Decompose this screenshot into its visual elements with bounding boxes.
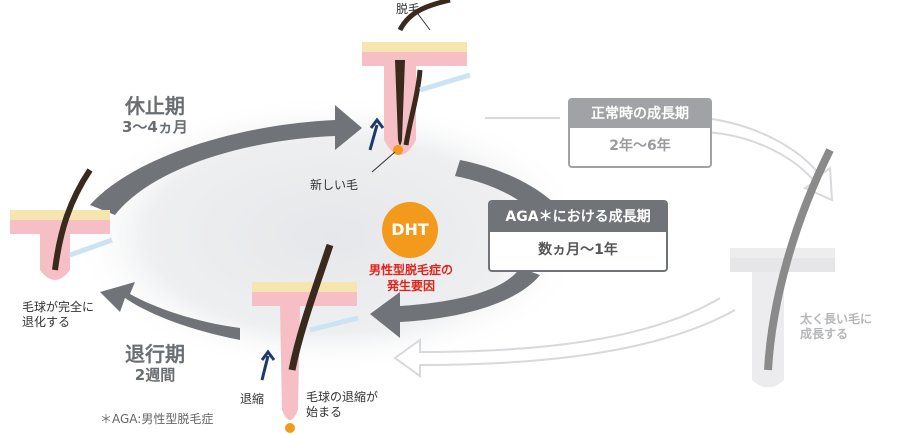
box-aga-growth: AGA＊における成長期 数ヵ月〜1年 xyxy=(488,200,668,272)
skin-right-faded xyxy=(730,148,835,388)
label-shrink: 退縮 xyxy=(240,392,265,406)
box-normal-growth: 正常時の成長期 2年〜6年 xyxy=(568,98,712,168)
footnote: ＊AGA:男性型脱毛症 xyxy=(100,412,214,426)
phase-catagen-title: 退行期 xyxy=(125,342,185,366)
leader-new-hair xyxy=(371,151,396,173)
shrink-arrow-bottom xyxy=(260,349,276,381)
skin-bottom-center xyxy=(252,243,359,433)
outline-arrow-lower xyxy=(393,297,736,378)
leader-shedding xyxy=(417,13,431,31)
box-aga-title: AGA＊における成長期 xyxy=(490,202,666,232)
phase-catagen-duration: 2週間 xyxy=(134,366,176,384)
skin-top-center xyxy=(362,0,471,155)
phase-catagen: 退行期 2週間 xyxy=(125,342,185,385)
phase-telogen-title: 休止期 xyxy=(124,94,185,118)
label-shedding: 脱毛 xyxy=(396,2,421,16)
arrow-lower-right xyxy=(370,268,540,338)
arrow-telogen xyxy=(90,105,362,215)
box-normal-title: 正常時の成長期 xyxy=(570,100,710,128)
label-new-hair: 新しい毛 xyxy=(310,178,359,192)
dht-badge: DHT xyxy=(382,202,438,258)
phase-telogen: 休止期 3〜4ヵ月 xyxy=(122,94,188,137)
growth-arrow-top xyxy=(368,117,385,151)
box-normal-value: 2年〜6年 xyxy=(609,138,671,154)
phase-telogen-duration: 3〜4ヵ月 xyxy=(122,118,188,136)
box-aga-value: 数ヵ月〜1年 xyxy=(538,242,618,258)
label-grows-long: 太く長い毛に 成長する xyxy=(800,312,873,341)
outline-arrow-upper xyxy=(485,117,834,202)
arrow-catagen xyxy=(100,282,240,340)
label-bulb-regressed: 毛球が完全に 退化する xyxy=(22,300,95,329)
skin-left xyxy=(10,168,113,280)
label-bulb-shrinking: 毛球の退縮が 始まる xyxy=(306,390,379,419)
dht-caption: 男性型脱毛症の 発生要因 xyxy=(368,263,453,293)
